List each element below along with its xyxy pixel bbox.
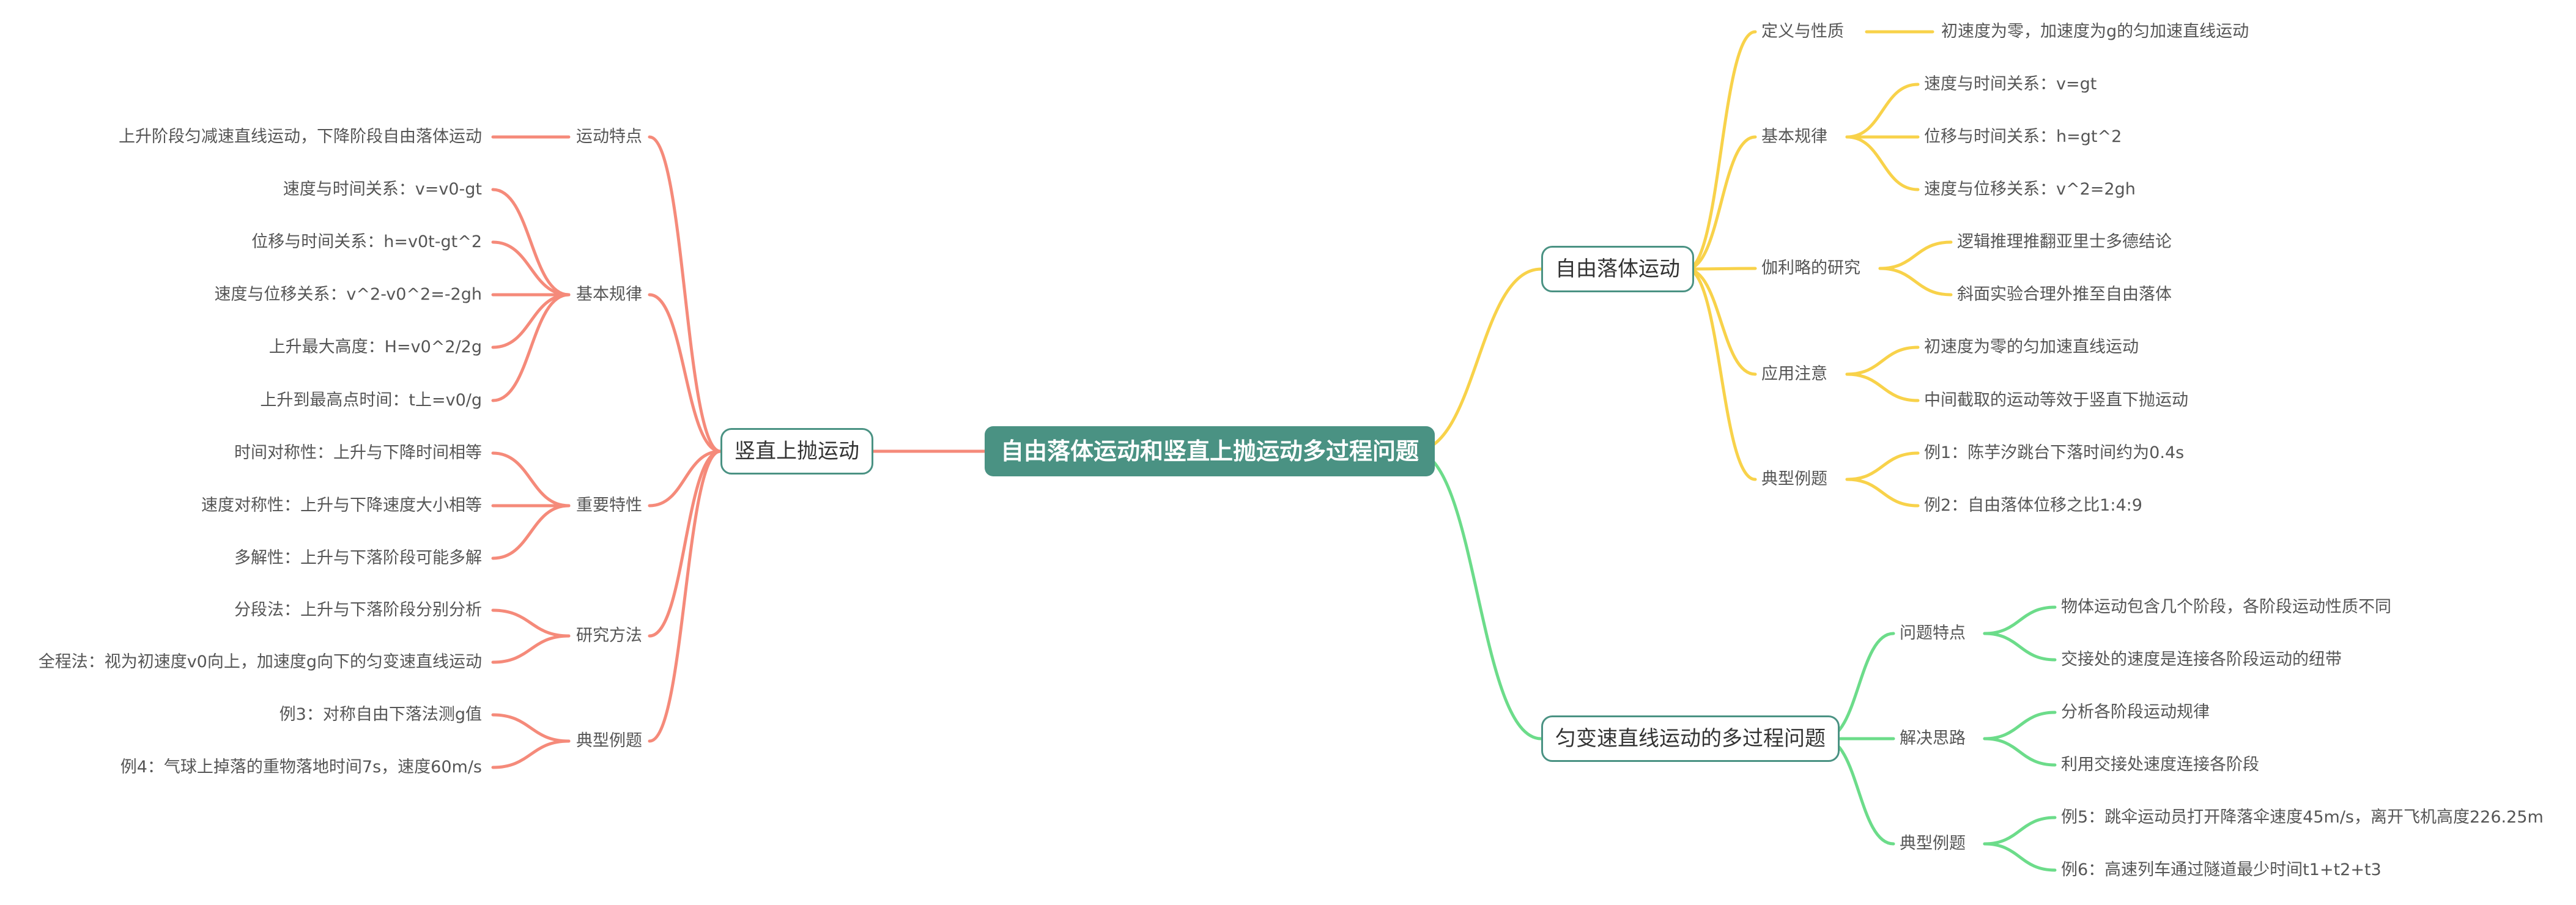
edge-multi-process-leaf bbox=[1983, 842, 2057, 872]
root-topic[interactable]: 自由落体运动和竖直上抛运动多过程问题 bbox=[984, 426, 1435, 476]
edge-vertical-throw-leaf bbox=[491, 608, 571, 638]
edge-free-fall-group bbox=[1685, 30, 1757, 271]
branch-vertical-throw[interactable]: 竖直上抛运动 bbox=[720, 428, 873, 475]
multi-process-approach[interactable]: 解决思路 bbox=[1900, 729, 1966, 748]
multi-process-approach-item[interactable]: 利用交接处速度连接各阶段 bbox=[2061, 755, 2259, 774]
vertical-throw-methods-item[interactable]: 分段法：上升与下落阶段分别分析 bbox=[234, 600, 482, 619]
edge-free-fall-group bbox=[1685, 267, 1757, 271]
vertical-throw-properties-item[interactable]: 时间对称性：上升与下降时间相等 bbox=[234, 443, 482, 462]
edge-root-multi-process bbox=[1412, 449, 1543, 741]
multi-process-features-item[interactable]: 交接处的速度是连接各阶段运动的纽带 bbox=[2061, 650, 2342, 669]
multi-process-examples-item[interactable]: 例6：高速列车通过隧道最少时间t1+t2+t3 bbox=[2061, 860, 2382, 879]
free-fall-laws-item[interactable]: 位移与时间关系：h=gt^2 bbox=[1924, 127, 2122, 146]
free-fall-definition[interactable]: 定义与性质 bbox=[1761, 22, 1844, 41]
vertical-throw-laws-item[interactable]: 速度与时间关系：v=v0-gt bbox=[283, 180, 482, 199]
free-fall-laws-item[interactable]: 速度与时间关系：v=gt bbox=[1924, 75, 2097, 94]
free-fall-definition-item[interactable]: 初速度为零，加速度为g的匀加速直线运动 bbox=[1941, 22, 2249, 41]
edge-vertical-throw-leaf bbox=[491, 451, 571, 508]
vertical-throw-motion-item[interactable]: 上升阶段匀减速直线运动，下降阶段自由落体运动 bbox=[119, 127, 482, 146]
edge-vertical-throw-group bbox=[648, 449, 722, 508]
vertical-throw-methods[interactable]: 研究方法 bbox=[576, 626, 642, 645]
edge-free-fall-group bbox=[1685, 267, 1757, 376]
edge-root-free-fall bbox=[1412, 267, 1543, 453]
edge-free-fall-group bbox=[1685, 135, 1757, 271]
edge-vertical-throw-group bbox=[648, 449, 722, 743]
free-fall-galileo[interactable]: 伽利略的研究 bbox=[1761, 259, 1860, 278]
vertical-throw-motion[interactable]: 运动特点 bbox=[576, 127, 642, 146]
vertical-throw-methods-item[interactable]: 全程法：视为初速度v0向上，加速度g向下的匀变速直线运动 bbox=[38, 652, 482, 671]
multi-process-examples-item[interactable]: 例5：跳伞运动员打开降落伞速度45m/s，离开飞机高度226.25m bbox=[2061, 808, 2544, 827]
multi-process-features-item[interactable]: 物体运动包含几个阶段，各阶段运动性质不同 bbox=[2061, 597, 2391, 616]
vertical-throw-properties-item[interactable]: 多解性：上升与下落阶段可能多解 bbox=[234, 549, 482, 567]
free-fall-laws-item[interactable]: 速度与位移关系：v^2=2gh bbox=[1924, 180, 2136, 199]
edge-multi-process-leaf bbox=[1983, 632, 2057, 662]
edge-vertical-throw-leaf bbox=[491, 713, 571, 743]
edge-vertical-throw-group bbox=[648, 293, 722, 453]
edge-free-fall-leaf bbox=[1845, 372, 1920, 402]
free-fall-examples-item[interactable]: 例1：陈芋汐跳台下落时间约为0.4s bbox=[1924, 443, 2185, 462]
edge-multi-process-leaf bbox=[1983, 737, 2057, 767]
edge-vertical-throw-leaf bbox=[491, 240, 571, 297]
edge-free-fall-leaf bbox=[1845, 451, 1920, 481]
branch-multi-process[interactable]: 匀变速直线运动的多过程问题 bbox=[1541, 715, 1840, 762]
vertical-throw-examples-item[interactable]: 例4：气球上掉落的重物落地时间7s，速度60m/s bbox=[120, 758, 482, 777]
vertical-throw-laws[interactable]: 基本规律 bbox=[576, 285, 642, 304]
edge-vertical-throw-group bbox=[648, 449, 722, 638]
multi-process-examples[interactable]: 典型例题 bbox=[1900, 834, 1966, 853]
edge-free-fall-group bbox=[1685, 267, 1757, 481]
free-fall-galileo-item[interactable]: 逻辑推理推翻亚里士多德结论 bbox=[1957, 232, 2172, 251]
vertical-throw-laws-item[interactable]: 位移与时间关系：h=v0t-gt^2 bbox=[251, 232, 482, 251]
free-fall-notes-item[interactable]: 初速度为零的匀加速直线运动 bbox=[1924, 338, 2139, 356]
edge-vertical-throw-leaf bbox=[491, 293, 571, 402]
multi-process-features[interactable]: 问题特点 bbox=[1900, 624, 1966, 643]
free-fall-laws[interactable]: 基本规律 bbox=[1761, 127, 1827, 146]
edge-vertical-throw-leaf bbox=[491, 293, 571, 349]
vertical-throw-laws-item[interactable]: 速度与位移关系：v^2-v0^2=-2gh bbox=[214, 285, 482, 304]
free-fall-notes-item[interactable]: 中间截取的运动等效于竖直下抛运动 bbox=[1924, 391, 2188, 410]
edge-free-fall-leaf bbox=[1845, 478, 1920, 508]
edge-vertical-throw-leaf bbox=[491, 634, 571, 664]
multi-process-approach-item[interactable]: 分析各阶段运动规律 bbox=[2061, 703, 2210, 722]
edge-free-fall-leaf bbox=[1878, 240, 1953, 270]
edge-free-fall-leaf bbox=[1845, 135, 1920, 191]
edge-free-fall-leaf bbox=[1845, 345, 1920, 376]
edge-free-fall-leaf bbox=[1878, 267, 1953, 297]
edge-multi-process-leaf bbox=[1983, 816, 2057, 846]
edge-multi-process-leaf bbox=[1983, 605, 2057, 635]
edge-vertical-throw-leaf bbox=[491, 188, 571, 297]
vertical-throw-examples[interactable]: 典型例题 bbox=[576, 731, 642, 750]
free-fall-examples-item[interactable]: 例2：自由落体位移之比1:4:9 bbox=[1924, 496, 2142, 515]
vertical-throw-examples-item[interactable]: 例3：对称自由下落法测g值 bbox=[279, 705, 482, 724]
free-fall-examples[interactable]: 典型例题 bbox=[1761, 470, 1827, 489]
edge-vertical-throw-leaf bbox=[491, 504, 571, 560]
vertical-throw-laws-item[interactable]: 上升最大高度：H=v0^2/2g bbox=[268, 338, 482, 356]
free-fall-notes[interactable]: 应用注意 bbox=[1761, 364, 1827, 383]
free-fall-galileo-item[interactable]: 斜面实验合理外推至自由落体 bbox=[1957, 285, 2172, 304]
edge-multi-process-leaf bbox=[1983, 711, 2057, 741]
vertical-throw-laws-item[interactable]: 上升到最高点时间：t上=v0/g bbox=[260, 391, 482, 410]
vertical-throw-properties[interactable]: 重要特性 bbox=[576, 496, 642, 515]
branch-free-fall[interactable]: 自由落体运动 bbox=[1541, 246, 1694, 292]
edge-free-fall-leaf bbox=[1845, 83, 1920, 139]
edge-vertical-throw-group bbox=[648, 135, 722, 453]
edge-vertical-throw-leaf bbox=[491, 739, 571, 769]
vertical-throw-properties-item[interactable]: 速度对称性：上升与下降速度大小相等 bbox=[201, 496, 482, 515]
